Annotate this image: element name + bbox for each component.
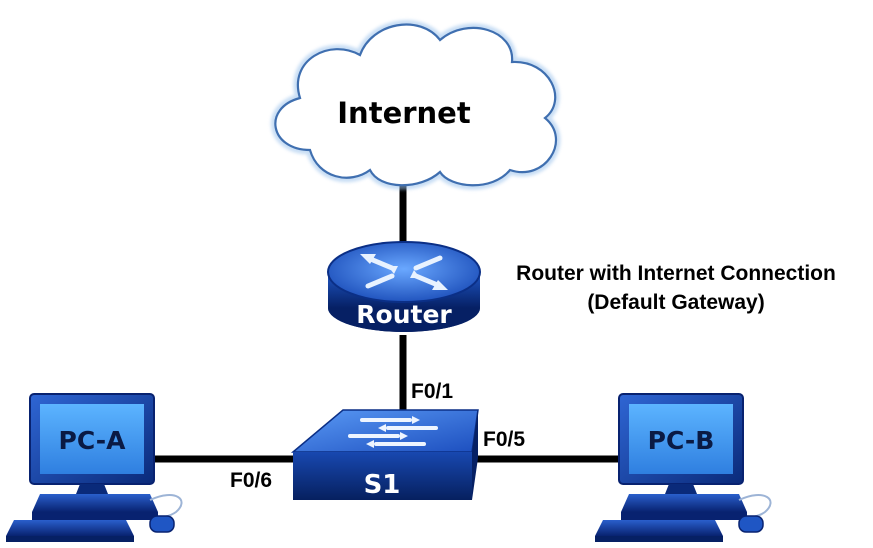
- cloud-icon: Internet: [270, 20, 561, 190]
- router-caption-line1: Router with Internet Connection: [516, 262, 836, 285]
- switch-icon: S1: [290, 409, 479, 500]
- pc-b-icon: PC-B: [595, 393, 772, 542]
- port-label-f0-5: F0/5: [483, 428, 525, 451]
- cloud-label: Internet: [337, 96, 471, 130]
- port-label-f0-1: F0/1: [411, 380, 453, 403]
- switch-label: S1: [364, 470, 401, 500]
- router-icon: Router: [327, 241, 481, 332]
- router-label: Router: [356, 300, 452, 329]
- port-label-f0-6: F0/6: [230, 469, 272, 492]
- router-caption-line2: (Default Gateway): [587, 291, 764, 314]
- pc-a-icon: PC-A: [6, 393, 183, 542]
- pc-a-label: PC-A: [59, 426, 127, 455]
- pc-b-label: PC-B: [648, 426, 715, 455]
